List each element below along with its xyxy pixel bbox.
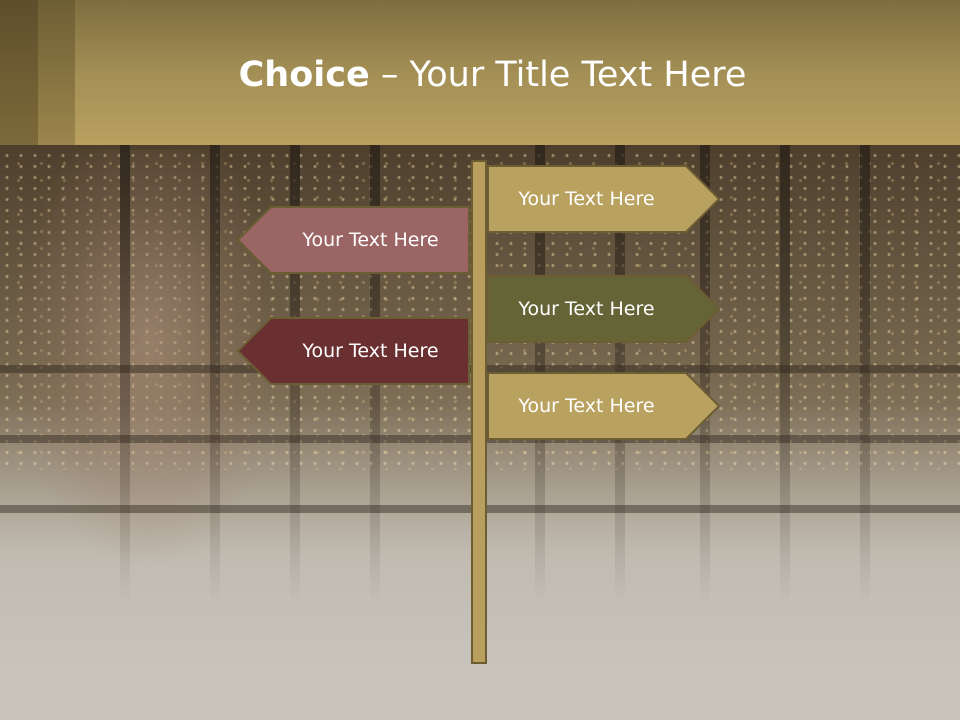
window-mullion	[700, 145, 710, 605]
sign-arrow-left: Your Text Here	[236, 206, 470, 274]
sign-label: Your Text Here	[518, 188, 655, 210]
sign-label: Your Text Here	[302, 340, 439, 362]
sign-body	[487, 275, 721, 343]
title-keyword: Choice	[238, 55, 370, 95]
sign-shape	[487, 275, 721, 343]
signpost-pole	[471, 160, 487, 664]
title-band-accent	[38, 0, 75, 145]
sign-arrow-left: Your Text Here	[236, 317, 470, 385]
sign-body	[487, 372, 721, 440]
window-mullion	[860, 145, 870, 605]
sign-shape	[236, 206, 470, 274]
sign-label: Your Text Here	[302, 229, 439, 251]
sign-arrow-right: Your Text Here	[487, 372, 721, 440]
slide-title: Choice – Your Title Text Here	[0, 52, 960, 98]
sign-label: Your Text Here	[518, 298, 655, 320]
sign-shape	[487, 165, 721, 233]
title-band-accent-dark	[0, 0, 38, 145]
sign-arrow-right: Your Text Here	[487, 275, 721, 343]
sign-body	[236, 317, 470, 385]
sign-label: Your Text Here	[518, 395, 655, 417]
sign-shape	[236, 317, 470, 385]
title-text: – Your Title Text Here	[369, 55, 747, 95]
window-mullion	[780, 145, 790, 605]
sign-shape	[487, 372, 721, 440]
window-mullion	[120, 145, 130, 605]
sign-body	[236, 206, 470, 274]
title-band	[0, 0, 960, 145]
sign-arrow-right: Your Text Here	[487, 165, 721, 233]
window-mullion	[210, 145, 220, 605]
sign-body	[487, 165, 721, 233]
